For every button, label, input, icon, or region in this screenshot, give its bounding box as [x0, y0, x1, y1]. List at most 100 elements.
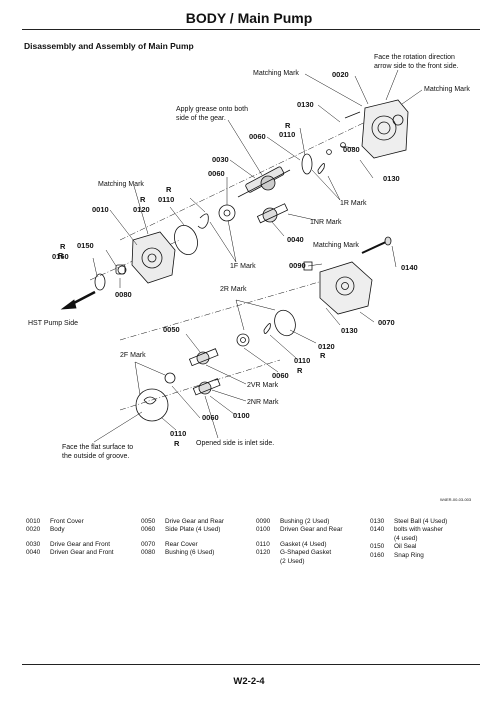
- label-0150: 0150: [77, 241, 94, 250]
- legend-name: bolts with washer (4 used): [394, 526, 444, 542]
- label-0030: 0030: [212, 155, 229, 164]
- legend-item: 0030 Drive Gear and Front: [26, 541, 114, 549]
- label-0070: 0070: [378, 318, 395, 327]
- legend-item: 0050 Drive Gear and Rear: [141, 518, 224, 526]
- side-plate: [218, 204, 236, 222]
- gasket-groove: [143, 396, 157, 405]
- label-r: R: [285, 121, 291, 130]
- gasket-round: [135, 388, 169, 422]
- legend-item: 0090 Bushing (2 Used): [256, 518, 343, 526]
- legend-name: G-Shaped Gasket (2 Used): [280, 549, 332, 565]
- label-0130: 0130: [297, 100, 314, 109]
- legend-name: Driven Gear and Front: [50, 549, 114, 557]
- leader-lines: [92, 69, 423, 443]
- snap-ring: [94, 273, 106, 291]
- legend-code: 0150: [370, 543, 385, 551]
- title-rule: [22, 29, 480, 30]
- bolt: [361, 240, 389, 254]
- label-0140: 0140: [401, 263, 418, 272]
- bolt-head: [384, 236, 392, 246]
- legend-name: Front Cover: [50, 518, 84, 525]
- legend-code: 0160: [370, 551, 385, 559]
- note-2nr-mark: 2NR Mark: [247, 399, 279, 406]
- note-flat-2: the outside of groove.: [62, 453, 129, 460]
- front-cover: [131, 231, 176, 284]
- drive-gear-rear: [188, 348, 219, 367]
- note-rotation-2: arrow side to the front side.: [374, 63, 458, 70]
- side-plate-rear-hole: [240, 337, 246, 343]
- legend-code: 0030: [26, 540, 41, 548]
- steel-ball: [326, 149, 332, 155]
- note-2f-mark: 2F Mark: [120, 352, 146, 359]
- label-0090: 0090: [289, 261, 306, 270]
- note-matching-mark: Matching Mark: [253, 70, 299, 77]
- side-plate-rear: [236, 333, 250, 347]
- legend-code: 0020: [26, 526, 41, 534]
- section-subtitle: Disassembly and Assembly of Main Pump: [24, 41, 194, 51]
- note-hst: HST Pump Side: [28, 320, 78, 327]
- legend-name: Drive Gear and Rear: [165, 518, 224, 525]
- legend-code: 0040: [26, 549, 41, 557]
- legend-name: Side Plate (4 Used): [165, 526, 221, 534]
- note-rotation-1: Face the rotation direction: [374, 54, 455, 61]
- legend-code: 0140: [370, 526, 385, 534]
- pump-body: [344, 99, 409, 159]
- label-0160: 0160: [52, 252, 69, 261]
- legend-name: Bushing (6 Used): [165, 549, 215, 557]
- label-0130: 0130: [341, 326, 358, 335]
- note-1r-mark: 1R Mark: [340, 200, 367, 207]
- label-0100: 0100: [233, 411, 250, 420]
- label-r: R: [297, 366, 303, 375]
- legend-item: 0130 Steel Ball (4 Used): [370, 518, 447, 526]
- legend-code: 0130: [370, 518, 385, 525]
- legend-name: Driven Gear and Rear: [280, 526, 343, 534]
- legend-code: 0120: [256, 549, 271, 557]
- exploded-pump-diagram: 0020 0130 R 0110 0060 0080 0130 0030 006…: [28, 54, 470, 460]
- label-0060: 0060: [202, 413, 219, 422]
- label-0120: 0120: [318, 342, 335, 351]
- label-0060: 0060: [272, 371, 289, 380]
- note-grease-2: side of the gear.: [176, 115, 226, 122]
- legend-name: Snap Ring: [394, 551, 424, 559]
- label-0060: 0060: [249, 132, 266, 141]
- note-matching-mark-4: Matching Mark: [313, 242, 359, 249]
- note-2vr-mark: 2VR Mark: [247, 382, 279, 389]
- page-title: BODY / Main Pump: [185, 10, 313, 26]
- hst-arrow-head: [60, 299, 77, 310]
- legend-item: 0140 bolts with washer (4 used): [370, 526, 447, 543]
- footer-rule: [22, 664, 480, 665]
- label-0010: 0010: [92, 205, 109, 214]
- gasket-2r: [274, 309, 296, 337]
- oil-seal: [117, 265, 127, 275]
- gasket-ring: [301, 153, 313, 175]
- label-0110: 0110: [158, 195, 174, 204]
- legend-name: Steel Ball (4 Used): [394, 518, 448, 525]
- legend-code: 0010: [26, 518, 41, 525]
- driven-gear-front: [256, 203, 289, 224]
- label-0110: 0110: [294, 356, 310, 365]
- note-flat-1: Face the flat surface to: [62, 444, 133, 451]
- label-0110: 0110: [279, 130, 295, 139]
- g-gasket: [317, 163, 325, 174]
- legend-name: Drive Gear and Front: [50, 540, 111, 548]
- drive-gear-front: [237, 166, 291, 198]
- label-0110: 0110: [170, 429, 186, 438]
- label-0130: 0130: [383, 174, 400, 183]
- g-gasket-rear: [263, 323, 271, 334]
- label-r: R: [60, 242, 66, 251]
- legend-code: 0050: [141, 518, 156, 525]
- side-plate-2f: [164, 372, 176, 384]
- legend-code: 0110: [256, 540, 270, 548]
- label-r: R: [166, 185, 172, 194]
- label-r: R: [140, 195, 146, 204]
- legend-code: 0070: [141, 540, 156, 548]
- legend-name: Rear Cover: [165, 540, 198, 548]
- legend-code: 0090: [256, 518, 271, 525]
- label-0050: 0050: [163, 325, 180, 334]
- legend-name: Bushing (2 Used): [280, 518, 330, 525]
